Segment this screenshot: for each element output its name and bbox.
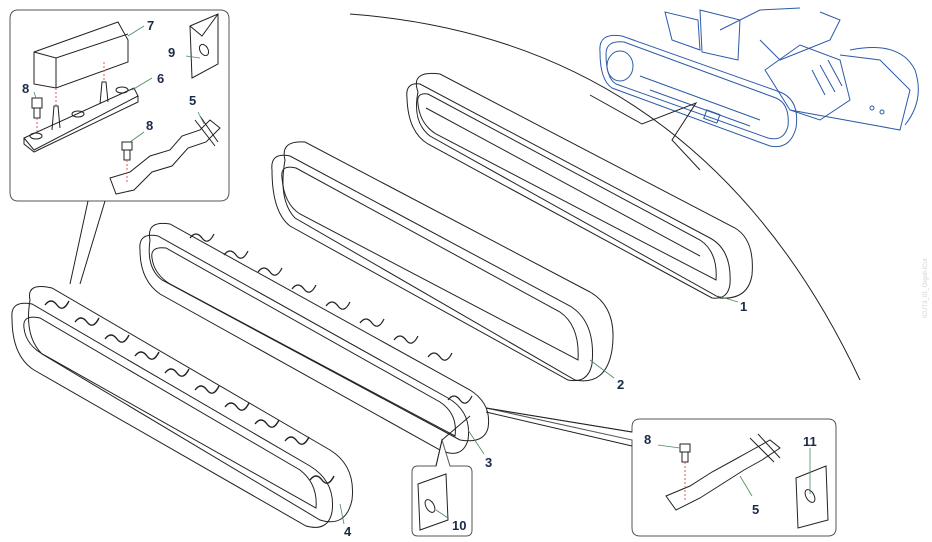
steel-cleat-5b [665, 439, 781, 511]
callout-5-bottom: 5 [752, 502, 759, 517]
cleat-row-track-3 [189, 233, 473, 404]
rubber-track-4-with-cleats-and-pads [11, 286, 354, 528]
detail-panel-part-10 [411, 415, 473, 537]
cleat-row-track-4 [44, 300, 335, 484]
callout-8-left: 8 [22, 81, 29, 96]
callout-4: 4 [344, 524, 352, 539]
rubber-track-2 [271, 141, 614, 382]
rubber-pad-block [33, 21, 129, 89]
callout-7: 7 [147, 18, 154, 33]
callout-8-right: 8 [644, 432, 651, 447]
callout-1: 1 [740, 299, 747, 314]
rubber-track-3-with-cleats [139, 222, 490, 454]
callout-5-top: 5 [189, 93, 196, 108]
pad-bag-9 [189, 13, 219, 79]
callout-10: 10 [452, 518, 466, 533]
machine-undercarriage-illustration [599, 7, 919, 148]
steel-cleat-5 [109, 119, 221, 195]
separator-arc [349, 13, 861, 381]
callout-6: 6 [157, 71, 164, 86]
pad-bag-11 [795, 465, 829, 529]
callout-3: 3 [485, 455, 492, 470]
detail-panel-cleat-bag [485, 407, 837, 537]
callout-8-center: 8 [146, 118, 153, 133]
callout-2: 2 [617, 377, 624, 392]
callout-11: 11 [803, 434, 817, 449]
base-plate [23, 87, 139, 153]
pad-bag-10 [417, 473, 449, 531]
figure-id-watermark: ICUT3_01_Orgoll-ICut [923, 258, 929, 318]
callout-9: 9 [168, 45, 175, 60]
rubber-track-1 [406, 72, 753, 299]
pointer-line [589, 94, 701, 171]
detail-panel-pad-and-cleat [9, 9, 230, 285]
